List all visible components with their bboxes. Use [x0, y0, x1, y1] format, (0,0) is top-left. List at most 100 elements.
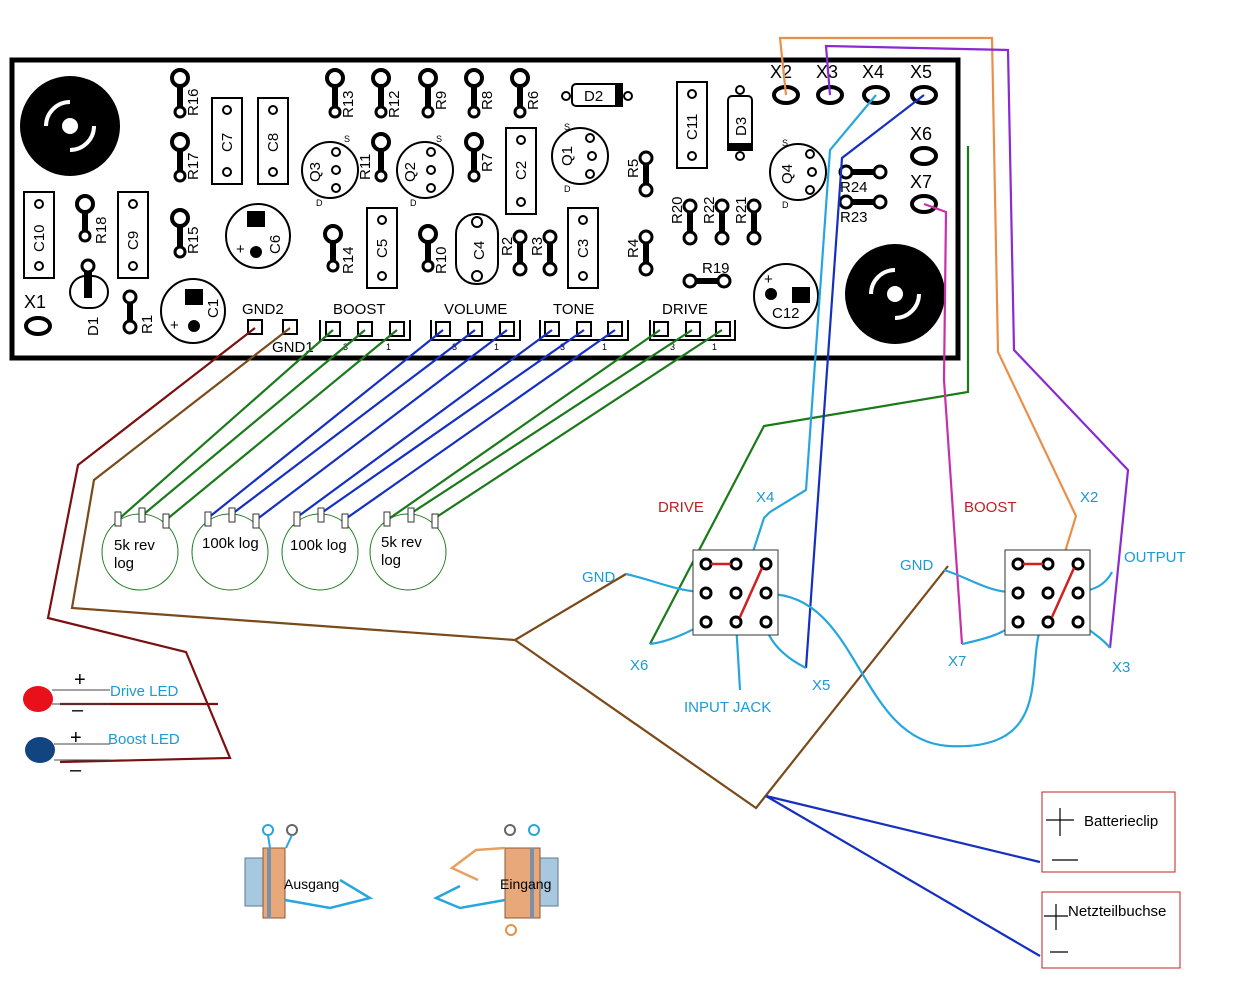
svg-text:100k log: 100k log: [290, 537, 347, 554]
svg-text:+: +: [74, 669, 86, 691]
svg-text:R1: R1: [139, 315, 156, 334]
svg-text:S: S: [344, 134, 350, 144]
svg-text:GND2: GND2: [242, 301, 284, 318]
svg-text:Batterieclip: Batterieclip: [1084, 813, 1158, 830]
resistor-r8: R8: [464, 68, 496, 119]
svg-text:R5: R5: [625, 159, 642, 178]
svg-text:R19: R19: [702, 260, 730, 277]
svg-text:+: +: [764, 271, 773, 288]
cap-c1: +C1: [160, 278, 226, 344]
svg-text:X6: X6: [630, 657, 648, 674]
cap-c11: C11: [676, 81, 708, 169]
switch-drive: DRIVE X4 GND X6 X5 INPUT JACK: [582, 489, 830, 716]
resistor-r7: R7: [464, 132, 496, 183]
svg-text:C6: C6: [267, 235, 284, 254]
diodes: D2 D3 D1: [69, 83, 753, 336]
svg-text:Q1: Q1: [559, 146, 576, 166]
svg-text:C1: C1: [205, 299, 222, 318]
jack-input: Eingang: [432, 824, 559, 936]
svg-text:S: S: [436, 134, 442, 144]
svg-text:R8: R8: [479, 91, 496, 110]
wire-gnd2-led: [46, 327, 256, 764]
svg-text:S: S: [782, 138, 788, 148]
svg-text:S: S: [564, 122, 570, 132]
svg-text:D: D: [410, 198, 417, 208]
svg-text:GND1: GND1: [272, 339, 314, 356]
wire-gnd-boost: [514, 565, 949, 810]
svg-text:D3: D3: [733, 117, 750, 136]
svg-text:R12: R12: [386, 90, 403, 118]
svg-text:R6: R6: [525, 91, 542, 110]
cap-c4: C4: [455, 213, 499, 285]
svg-text:C12: C12: [772, 305, 800, 322]
svg-text:R15: R15: [185, 226, 202, 254]
svg-text:R22: R22: [701, 196, 718, 224]
svg-text:–: –: [72, 699, 84, 721]
svg-text:R16: R16: [185, 88, 202, 116]
svg-text:R4: R4: [625, 239, 642, 258]
terminal-x7: X7: [910, 172, 938, 214]
diode-d2: D2: [561, 83, 633, 107]
svg-text:D2: D2: [584, 88, 603, 105]
svg-text:C11: C11: [684, 114, 701, 140]
svg-text:GND: GND: [582, 569, 616, 586]
resistor-r3: R3: [529, 229, 558, 277]
wire-power-battery: [765, 794, 1041, 864]
cap-c9: C9: [117, 191, 149, 279]
svg-text:Ausgang: Ausgang: [284, 876, 339, 892]
svg-text:DRIVE: DRIVE: [662, 301, 708, 318]
svg-text:R21: R21: [733, 196, 750, 224]
svg-text:D: D: [782, 200, 789, 210]
cap-c7: C7: [211, 97, 243, 185]
svg-text:R10: R10: [433, 246, 450, 274]
diode-d3: D3: [727, 85, 753, 161]
svg-text:R23: R23: [840, 209, 868, 226]
cap-c12: + C12: [753, 263, 819, 329]
svg-text:C3: C3: [575, 239, 592, 258]
resistor-r17: R17: [170, 132, 202, 183]
svg-text:R17: R17: [185, 152, 202, 180]
switch-boost: BOOST X2 GND OUTPUT X7 X3: [900, 489, 1186, 676]
svg-text:D1: D1: [85, 317, 102, 336]
svg-text:INPUT JACK: INPUT JACK: [684, 699, 771, 716]
resistor-r18: R18: [75, 194, 110, 244]
svg-text:Q3: Q3: [307, 162, 324, 182]
svg-text:X4: X4: [756, 489, 774, 506]
svg-text:VOLUME: VOLUME: [444, 301, 507, 318]
svg-text:Eingang: Eingang: [500, 876, 551, 892]
svg-text:log: log: [381, 552, 401, 569]
svg-text:5k rev: 5k rev: [381, 534, 422, 551]
resistor-r22: R22: [701, 196, 730, 246]
svg-text:R2: R2: [499, 237, 516, 256]
resistor-r6: R6: [510, 68, 542, 119]
svg-text:D: D: [316, 198, 323, 208]
svg-text:X7: X7: [910, 172, 932, 192]
svg-text:X2: X2: [1080, 489, 1098, 506]
resistor-r2: R2: [499, 229, 528, 277]
svg-text:X4: X4: [862, 62, 884, 82]
resistor-r15: R15: [170, 208, 202, 259]
svg-text:R11: R11: [357, 154, 374, 180]
resistor-r21: R21: [733, 196, 762, 246]
cap-c8: C8: [257, 97, 289, 185]
svg-text:C2: C2: [513, 161, 530, 180]
svg-text:100k log: 100k log: [202, 535, 259, 552]
svg-text:R9: R9: [433, 91, 450, 110]
svg-text:R14: R14: [340, 246, 357, 274]
resistor-r23: R23: [838, 194, 888, 226]
svg-text:X3: X3: [816, 62, 838, 82]
svg-text:log: log: [114, 555, 134, 572]
film-capacitors: C7 C8 C10 C9 C2 C11 C5 C3: [23, 81, 708, 289]
svg-text:X6: X6: [910, 124, 932, 144]
pot-tone: 100k log: [281, 507, 359, 591]
svg-text:1: 1: [494, 342, 499, 352]
resistor-r4: R4: [625, 229, 654, 277]
svg-text:X3: X3: [1112, 659, 1130, 676]
battery-clip: Batterieclip: [1041, 791, 1176, 873]
svg-text:1: 1: [602, 342, 607, 352]
